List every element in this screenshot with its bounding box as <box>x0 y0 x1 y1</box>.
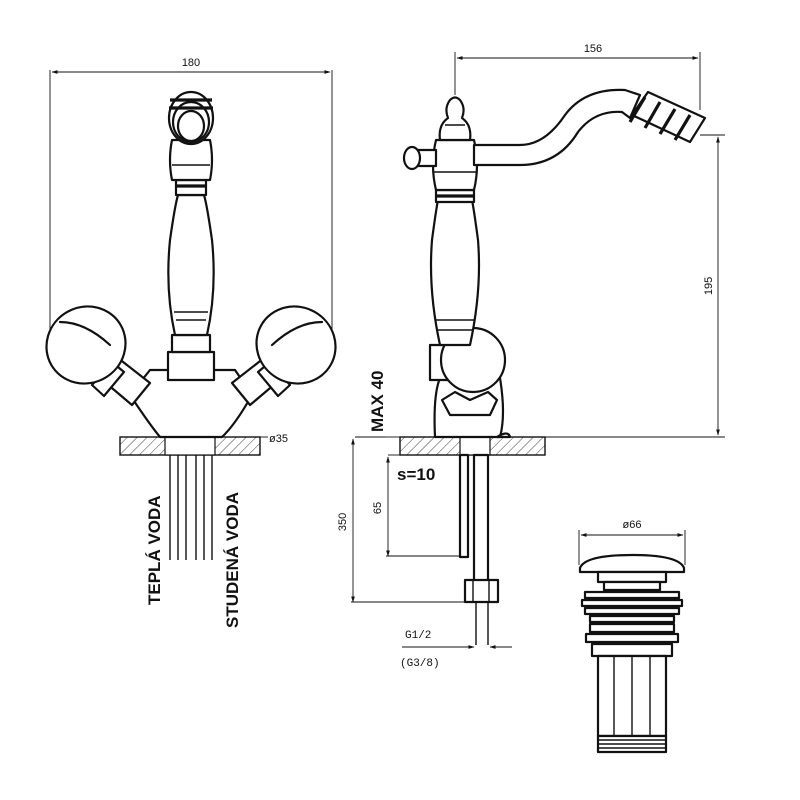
thread-label: G1/2 <box>405 630 431 642</box>
dimension-depth-label: 65 <box>372 502 384 514</box>
hot-water-label: TEPLÁ VODA <box>145 495 164 605</box>
cold-water-label: STUDENÁ VODA <box>223 492 242 628</box>
hole-diameter-label: ø35 <box>269 433 288 445</box>
thread-dimension: G1/2 (G3/8) <box>400 630 512 670</box>
waste-view: ø66 <box>578 519 686 754</box>
dimension-width-label: 180 <box>182 57 200 69</box>
dimension-height-label: 195 <box>703 277 715 295</box>
thread-alt-label: (G3/8) <box>400 658 440 670</box>
dimension-length-label: 350 <box>337 513 349 531</box>
dimension-height: 195 <box>545 134 725 438</box>
side-shank <box>458 453 500 645</box>
front-left-arm <box>45 305 152 407</box>
front-column <box>166 90 216 382</box>
side-spout <box>472 88 707 167</box>
dimension-reach-label: 156 <box>584 43 602 55</box>
dimension-width: 180 <box>49 57 333 330</box>
dimension-reach: 156 <box>454 43 701 110</box>
front-supply-pipes <box>169 455 213 560</box>
side-view: 156 195 MAX 40 s=10 65 <box>337 43 725 670</box>
front-deck-plate: ø35 <box>119 433 288 456</box>
dimension-length: 350 <box>337 438 468 603</box>
dimension-depth: 65 <box>372 456 462 557</box>
waste-diameter-label: ø66 <box>623 519 642 531</box>
dimension-waste-diameter: ø66 <box>578 519 686 565</box>
front-view: 180 ø35 <box>45 57 337 628</box>
side-column <box>402 96 481 347</box>
side-deck-plate <box>399 436 546 456</box>
max-thickness-label: MAX 40 <box>368 371 387 432</box>
plate-thickness-label: s=10 <box>397 465 435 484</box>
front-right-arm <box>230 305 337 407</box>
